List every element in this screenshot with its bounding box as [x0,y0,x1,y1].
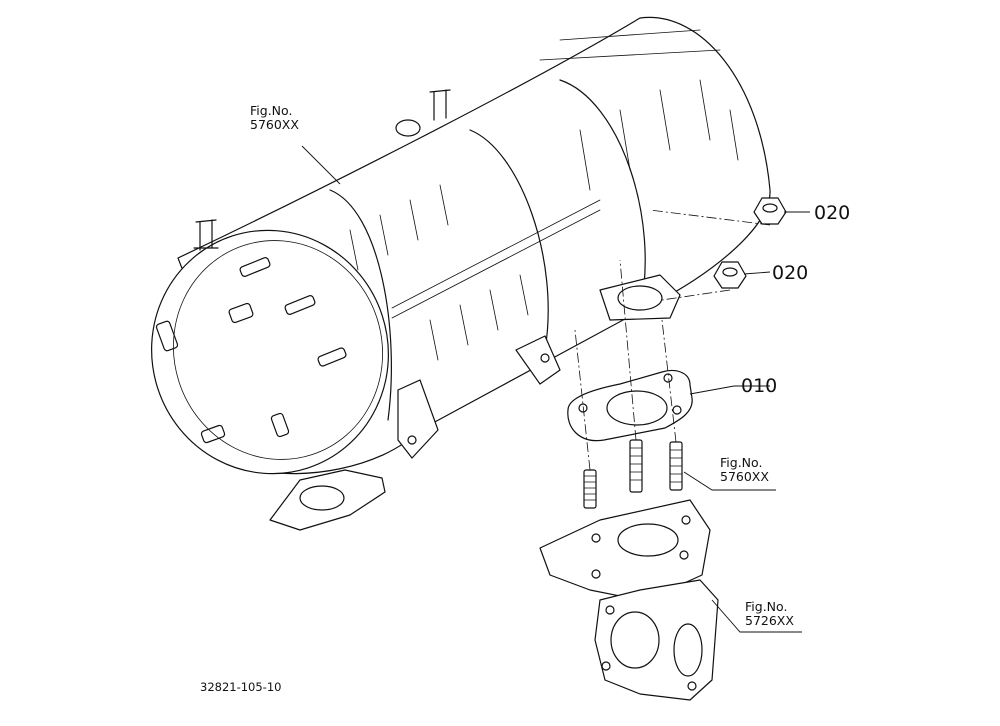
callout-line1: Fig.No. [745,599,788,614]
callout-fig-5760-right: Fig.No. 5760XX [720,456,769,484]
part-number-020-lower: 020 [772,262,809,284]
part-number-020-upper: 020 [814,202,851,224]
callout-fig-5726: Fig.No. 5726XX [745,600,794,628]
part-number-010: 010 [741,375,778,397]
muffler-canister [151,16,771,531]
flange-nut-lower [713,261,747,289]
callout-line2: 5760XX [720,469,769,484]
callout-line1: Fig.No. [720,455,763,470]
callout-line1: Fig.No. [250,103,293,118]
studs [583,439,683,509]
callout-line2: 5760XX [250,117,299,132]
callout-fig-5760-top: Fig.No. 5760XX [250,104,299,132]
gasket [567,369,693,442]
exhaust-manifold [539,499,719,701]
assembly-lines [574,209,771,471]
drawing-code: 32821-105-10 [200,680,282,694]
leader-lines [301,145,810,633]
callout-line2: 5726XX [745,613,794,628]
